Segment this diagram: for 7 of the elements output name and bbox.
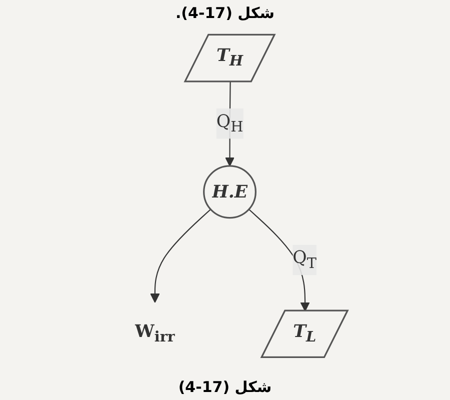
figure-caption: شكل (17-4) xyxy=(178,378,272,396)
edge-label: Q$_{H}$ xyxy=(216,110,244,136)
note-text: شكل (17-4). xyxy=(175,4,275,22)
node-circle: H.E xyxy=(203,165,256,219)
arrow xyxy=(150,208,211,303)
edge-label: Q$_{T}$ xyxy=(292,247,316,272)
node-text: W$_{irr}$ xyxy=(134,320,176,346)
